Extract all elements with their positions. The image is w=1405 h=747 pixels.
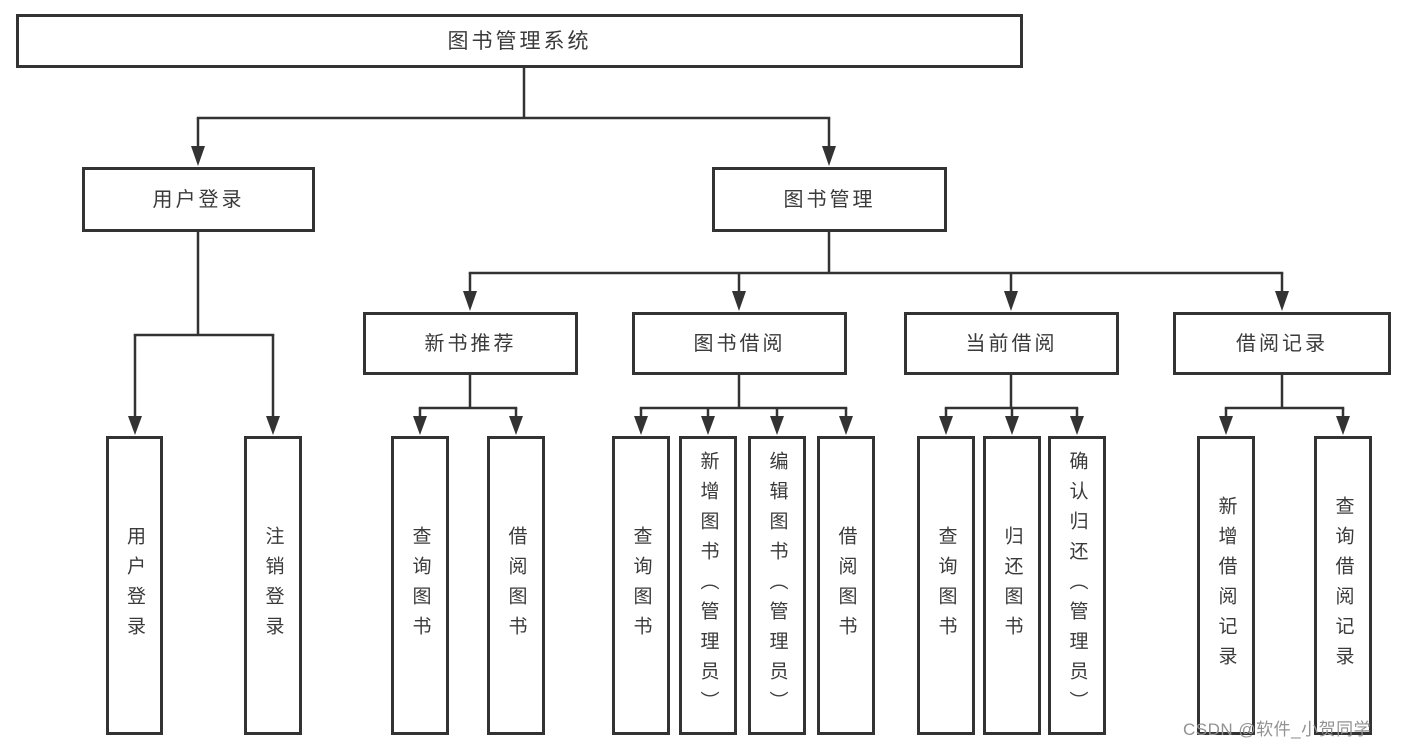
arrowheads-level2 <box>463 291 1289 311</box>
connector-level1-stems <box>196 118 831 150</box>
node-label: 借阅图书 <box>505 525 527 646</box>
node-label: 查询图书 <box>630 525 652 646</box>
node-book-management: 图书管理 <box>712 167 947 232</box>
node-label: 编辑图书（管理员） <box>766 450 788 721</box>
leaf-confirm-return-admin: 确认归还（管理员） <box>1048 436 1106 735</box>
node-label: 确认归还（管理员） <box>1066 450 1088 721</box>
node-root: 图书管理系统 <box>16 14 1023 68</box>
node-label: 归还图书 <box>1001 525 1023 646</box>
leaf-query-book-borrow: 查询图书 <box>612 436 670 735</box>
arrowheads-leaves <box>128 416 1350 435</box>
node-book-borrow: 图书借阅 <box>632 312 847 375</box>
leaf-user-login: 用户登录 <box>106 436 163 735</box>
node-label: 用户登录 <box>152 188 245 211</box>
connector-book-borrow-stems <box>639 408 848 420</box>
connector-user-login-stems <box>133 335 275 420</box>
node-label: 图书管理系统 <box>447 29 592 53</box>
node-borrow-record: 借阅记录 <box>1173 312 1391 375</box>
leaf-query-book-current: 查询图书 <box>917 436 975 735</box>
node-label: 新增图书（管理员） <box>697 450 719 721</box>
node-label: 查询图书 <box>935 525 957 646</box>
node-label: 借阅图书 <box>835 525 857 646</box>
leaf-logout: 注销登录 <box>244 436 302 735</box>
node-label: 用户登录 <box>124 525 145 646</box>
leaf-query-book-recommend: 查询图书 <box>391 436 449 735</box>
node-label: 新增借阅记录 <box>1215 495 1237 676</box>
node-label: 查询图书 <box>409 525 431 646</box>
csdn-watermark: CSDN @软件_小贺同学 <box>1183 720 1372 739</box>
node-label: 新书推荐 <box>424 332 517 355</box>
leaf-borrow-book: 借阅图书 <box>817 436 875 735</box>
leaf-edit-book-admin: 编辑图书（管理员） <box>748 436 806 735</box>
node-label: 图书借阅 <box>693 332 786 355</box>
connector-borrow-record-stems <box>1224 408 1345 420</box>
node-label: 图书管理 <box>783 188 876 211</box>
arrowheads-level1 <box>191 146 836 166</box>
connector-new-book-stems <box>418 408 518 420</box>
leaf-add-borrow-record: 新增借阅记录 <box>1197 436 1255 735</box>
node-user-login: 用户登录 <box>82 167 315 232</box>
node-current-borrow: 当前借阅 <box>904 312 1119 375</box>
connector-level2-stems <box>468 273 1284 295</box>
leaf-borrow-book-recommend: 借阅图书 <box>487 436 545 735</box>
node-label: 借阅记录 <box>1236 332 1328 355</box>
leaf-return-book: 归还图书 <box>983 436 1041 735</box>
leaf-add-book-admin: 新增图书（管理员） <box>679 436 737 735</box>
node-label: 注销登录 <box>262 525 284 646</box>
node-label: 当前借阅 <box>965 332 1058 355</box>
node-new-book-recommend: 新书推荐 <box>363 312 578 375</box>
node-label: 查询借阅记录 <box>1332 495 1354 676</box>
leaf-query-borrow-record: 查询借阅记录 <box>1314 436 1372 735</box>
